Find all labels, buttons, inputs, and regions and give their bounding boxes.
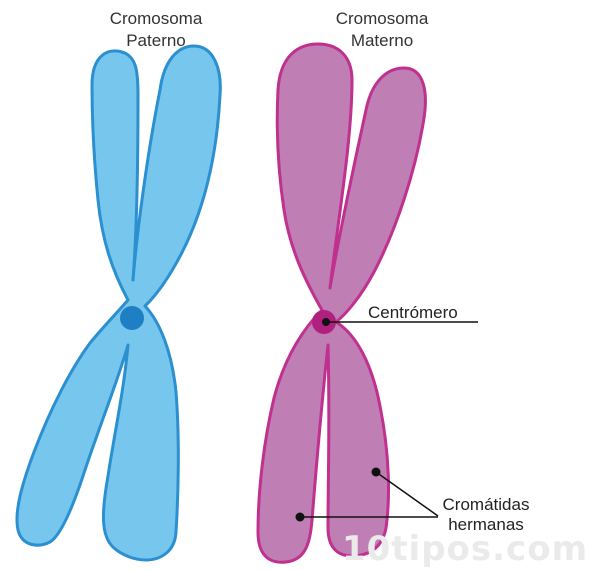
- paternal-centromere: [120, 306, 144, 330]
- paternal-title-line2: Paterno: [126, 31, 186, 50]
- centromere-label: Centrómero: [368, 303, 458, 322]
- centromere-dot: [322, 318, 330, 326]
- paternal-title-line1: Cromosoma: [110, 9, 203, 28]
- paternal-chromosome-body: [17, 46, 220, 560]
- chromatid-dot-left: [296, 513, 305, 522]
- watermark: 10tipos.com: [342, 529, 588, 569]
- maternal-title-line1: Cromosoma: [336, 9, 429, 28]
- maternal-title-line2: Materno: [351, 31, 413, 50]
- chromatid-dot-right: [372, 468, 381, 477]
- paternal-chromosome: [17, 46, 220, 560]
- sister-chromatids-label-line1: Cromátidas: [443, 495, 530, 514]
